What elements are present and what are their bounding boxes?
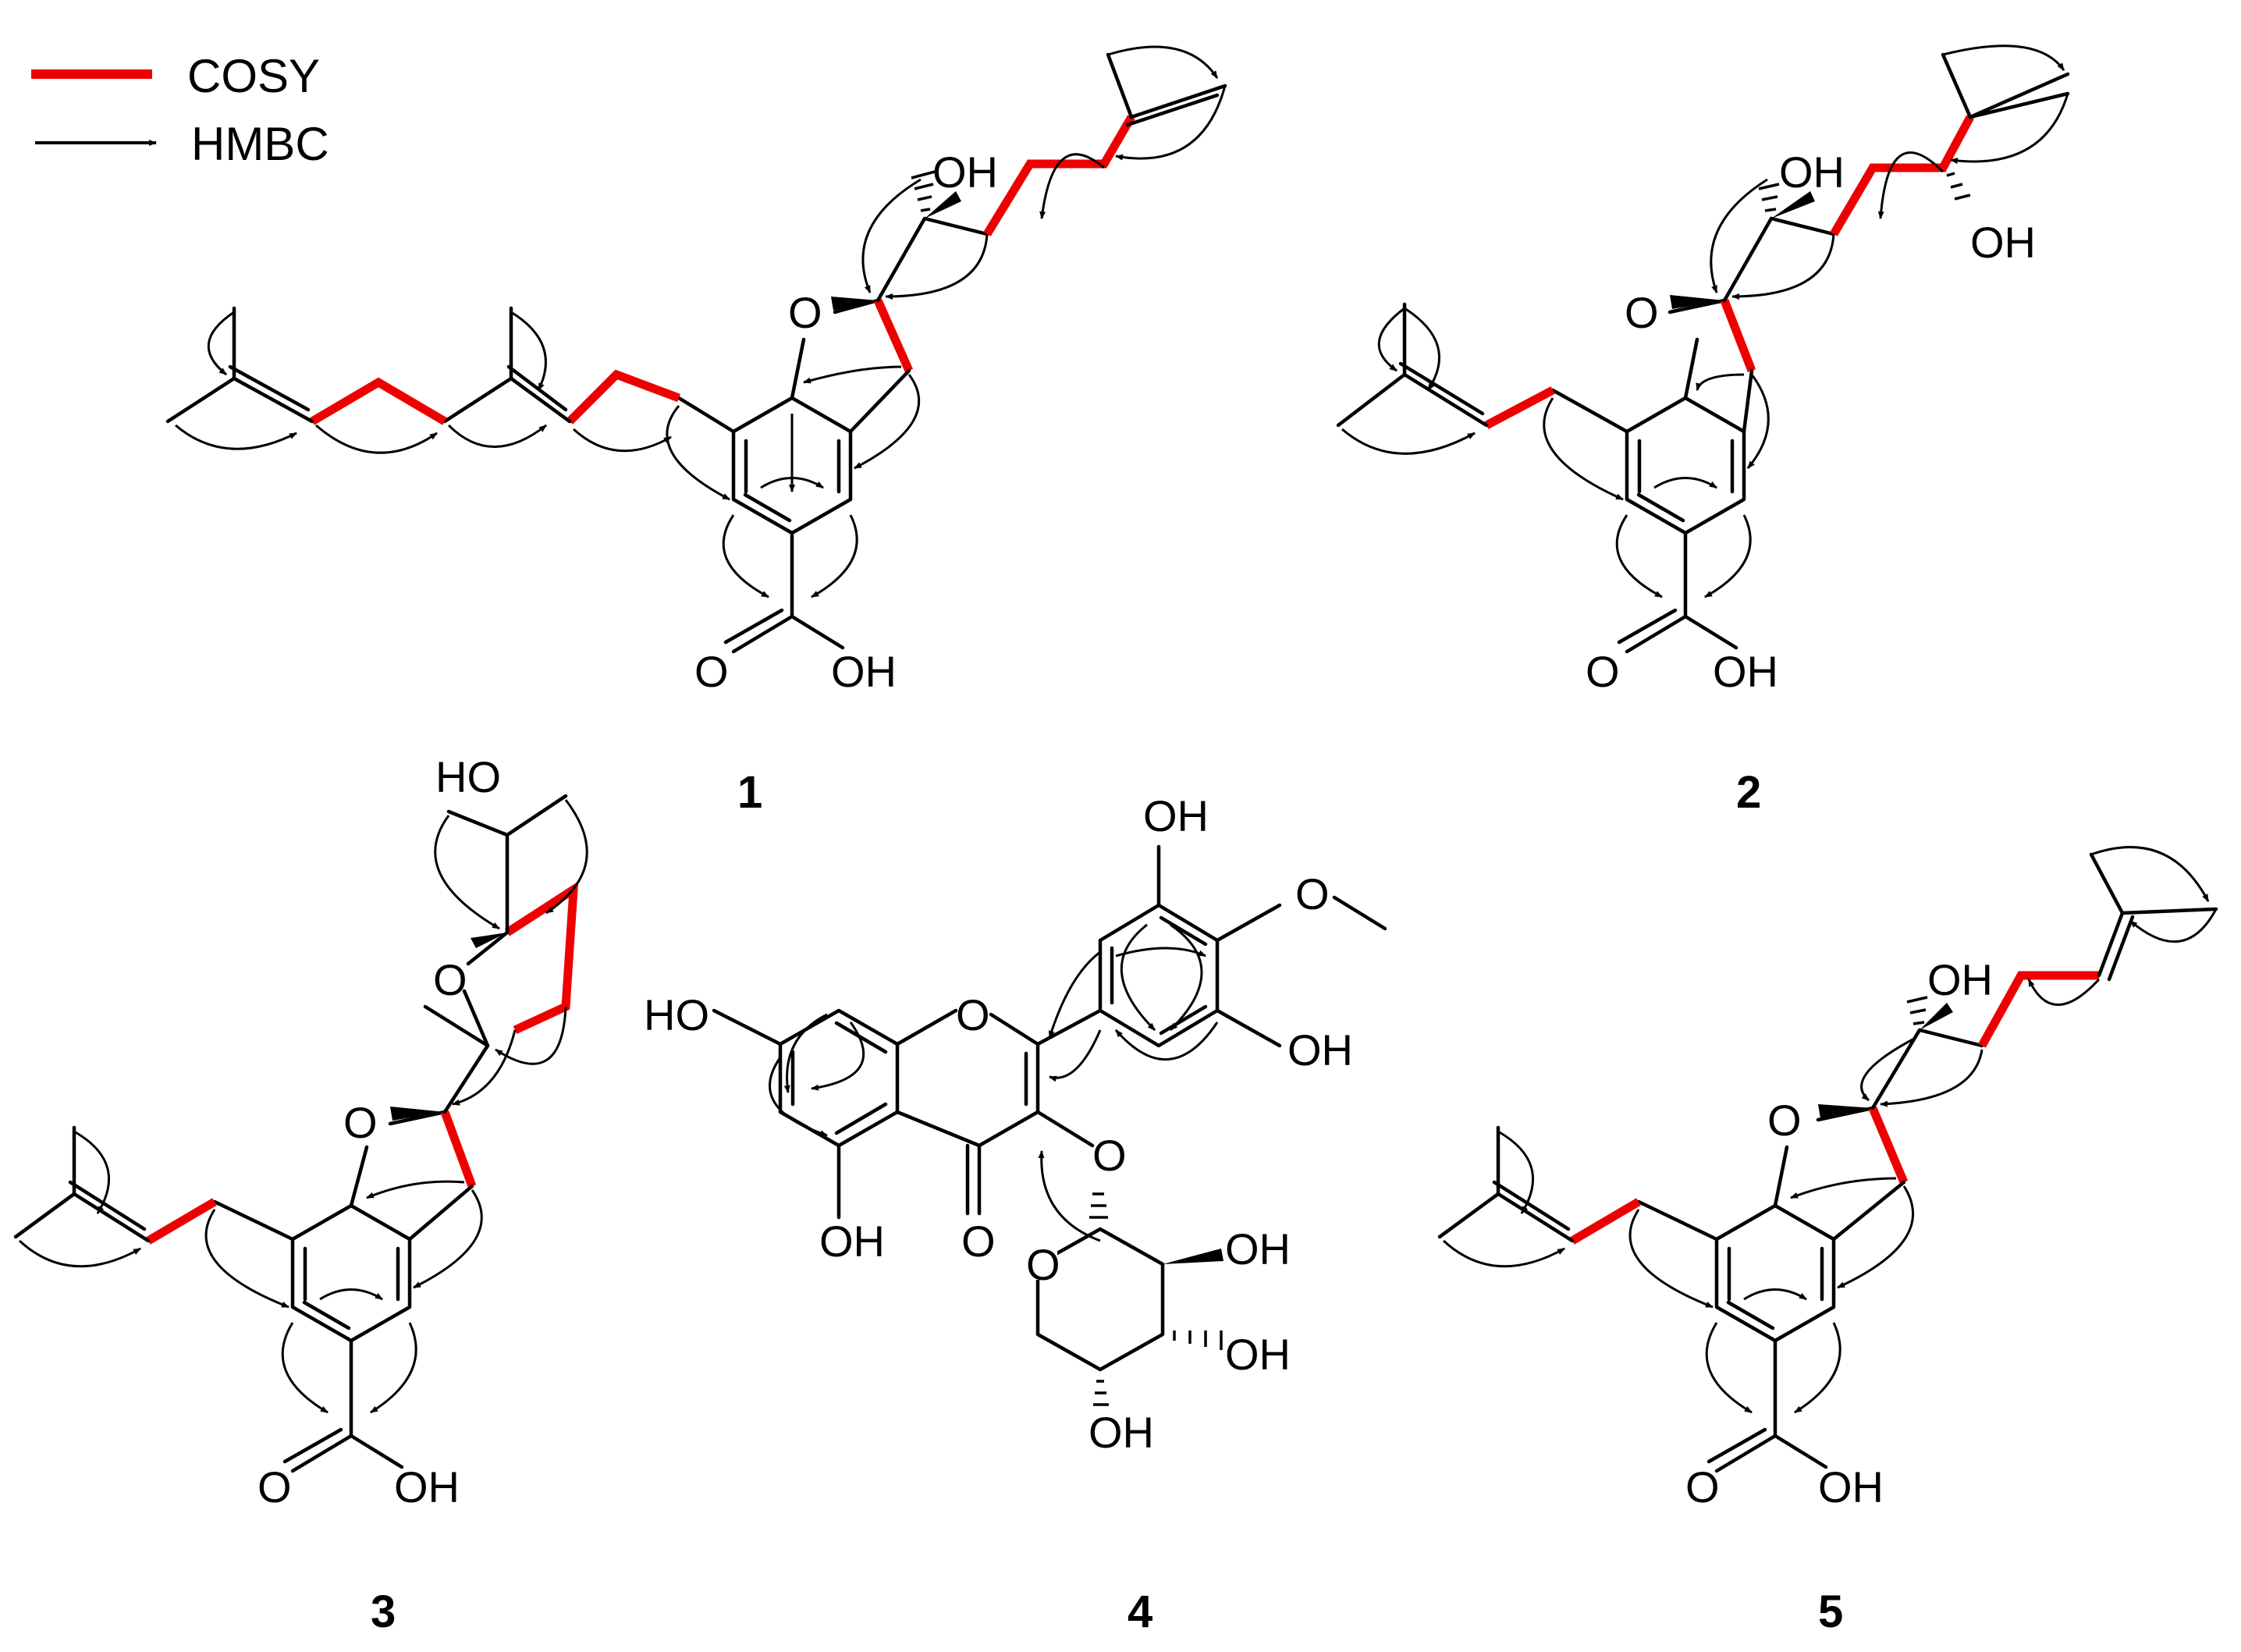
sugar-ring-o: O (1026, 1240, 1060, 1289)
compound-3-label: 3 (371, 1586, 396, 1637)
compound-5-structure: O OH O OH (1437, 846, 2218, 1512)
pyran-o: O (956, 990, 990, 1039)
chroman-o: O (1767, 1096, 1802, 1145)
hmbc-legend-label: HMBC (191, 118, 329, 170)
side-chain-hydroxyl: OH (932, 147, 998, 197)
chroman-o: O (1625, 288, 1659, 337)
hmbc-arrows-1 (175, 45, 1227, 599)
compound-3-structure: O OH O O HO (13, 752, 588, 1512)
methoxy-o: O (1295, 869, 1330, 918)
hmbc-arrows-4 (769, 923, 1219, 1242)
side-chain-hydroxyl: OH (1927, 955, 1993, 1004)
sugar-4-hydroxyl: OH (1089, 1408, 1154, 1457)
chroman-o: O (788, 288, 822, 337)
acid-hydroxyl: OH (1818, 1462, 1884, 1512)
acid-carbonyl-o: O (694, 647, 729, 696)
acid-carbonyl-o: O (257, 1462, 292, 1512)
cosy-legend-label: COSY (187, 50, 320, 102)
acid-carbonyl-o: O (1685, 1462, 1720, 1512)
acid-hydroxyl: OH (831, 647, 897, 696)
acid-hydroxyl: OH (394, 1462, 460, 1512)
compound-1-label: 1 (737, 767, 762, 818)
compound-4-label: 4 (1128, 1586, 1152, 1637)
a7-hydroxyl: HO (644, 990, 709, 1039)
glycosidic-o: O (1092, 1131, 1127, 1180)
compound-4-structure: HO OH O O O OH O OH O OH (644, 791, 1387, 1457)
hmbc-arrows-2 (1341, 44, 2069, 599)
hmbc-arrows-5 (1442, 846, 2218, 1414)
legend: COSY HMBC (31, 50, 329, 170)
chroman-o: O (343, 1098, 378, 1147)
thf-o: O (433, 955, 467, 1004)
top-hydroxyl: HO (435, 752, 501, 801)
side-chain-hydroxyl: OH (1779, 147, 1845, 197)
a5-hydroxyl: OH (819, 1217, 885, 1266)
keto-o: O (961, 1217, 996, 1266)
hmbc-arrows-3 (18, 799, 588, 1414)
compound-1-structure: O OH O OH (165, 45, 1227, 696)
acid-hydroxyl: OH (1713, 647, 1778, 696)
compound-2-label: 2 (1736, 767, 1761, 818)
sugar-2-hydroxyl: OH (1225, 1224, 1291, 1274)
sugar-3-hydroxyl: OH (1225, 1330, 1291, 1379)
compound-2-structure: O OH O OH OH (1336, 44, 2070, 696)
compound-5-label: 5 (1818, 1586, 1843, 1637)
side-chain-hydroxyl-2: OH (1970, 218, 2036, 267)
b3-hydroxyl: OH (1143, 791, 1209, 840)
acid-carbonyl-o: O (1586, 647, 1620, 696)
b5-hydroxyl: OH (1287, 1025, 1353, 1075)
